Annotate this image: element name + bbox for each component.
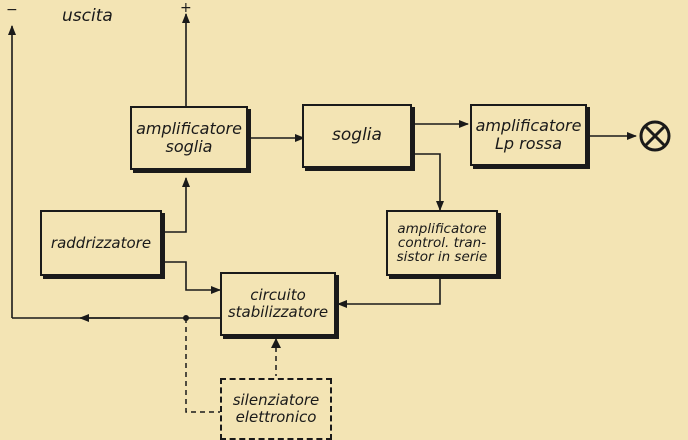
output-label: uscita (62, 6, 113, 26)
block-circuito-stabilizzatore: circuito stabilizzatore (220, 272, 336, 336)
block-raddrizzatore: raddrizzatore (40, 210, 162, 276)
block-amplificatore-soglia: amplificatore soglia (130, 106, 248, 170)
block-silenziatore-line-1: silenziatore (232, 391, 320, 410)
block-circuito-line-1: circuito (250, 286, 306, 305)
wire-soglia-to-amp-control (412, 153, 444, 211)
wire-raddrizzatore-to-amp (162, 177, 190, 233)
minus-terminal-label: − (6, 2, 18, 18)
block-amplificatore-control-line-3: sistor in serie (396, 249, 488, 266)
lamp-icon (639, 120, 671, 152)
block-silenziatore-line-2: elettronico (235, 408, 317, 426)
wire-raddrizzatore-to-circuito (162, 261, 221, 294)
junction-dot (183, 315, 189, 321)
block-silenziatore-elettronico: silenziatore elettronico (220, 378, 332, 440)
block-amplificatore-lp-rossa: amplificatore Lp rossa (470, 104, 587, 166)
wire-amp-control-to-circuito (337, 276, 441, 308)
block-amplificatore-control-line-1: amplificatore (397, 220, 487, 237)
block-amplificatore-control-transistor: amplificatore control. tran- sistor in s… (386, 210, 498, 276)
block-soglia: soglia (302, 104, 412, 168)
block-amplificatore-soglia-line-1: amplificatore (136, 119, 242, 139)
block-amplificatore-lp-rossa-line-1: amplificatore (475, 116, 582, 136)
block-soglia-line-1: soglia (332, 125, 382, 146)
block-raddrizzatore-line-1: raddrizzatore (50, 233, 152, 252)
arrowhead-silenziatore-to-circuito (271, 338, 281, 348)
wire-rail-to-silenziatore (185, 318, 220, 413)
block-circuito-line-2: stabilizzatore (227, 303, 329, 321)
block-amplificatore-soglia-line-2: soglia (165, 137, 213, 156)
block-amplificatore-control-line-2: control. tran- (397, 234, 487, 251)
block-amplificatore-lp-rossa-line-2: Lp rossa (495, 134, 562, 153)
plus-terminal-label: + (180, 0, 192, 16)
